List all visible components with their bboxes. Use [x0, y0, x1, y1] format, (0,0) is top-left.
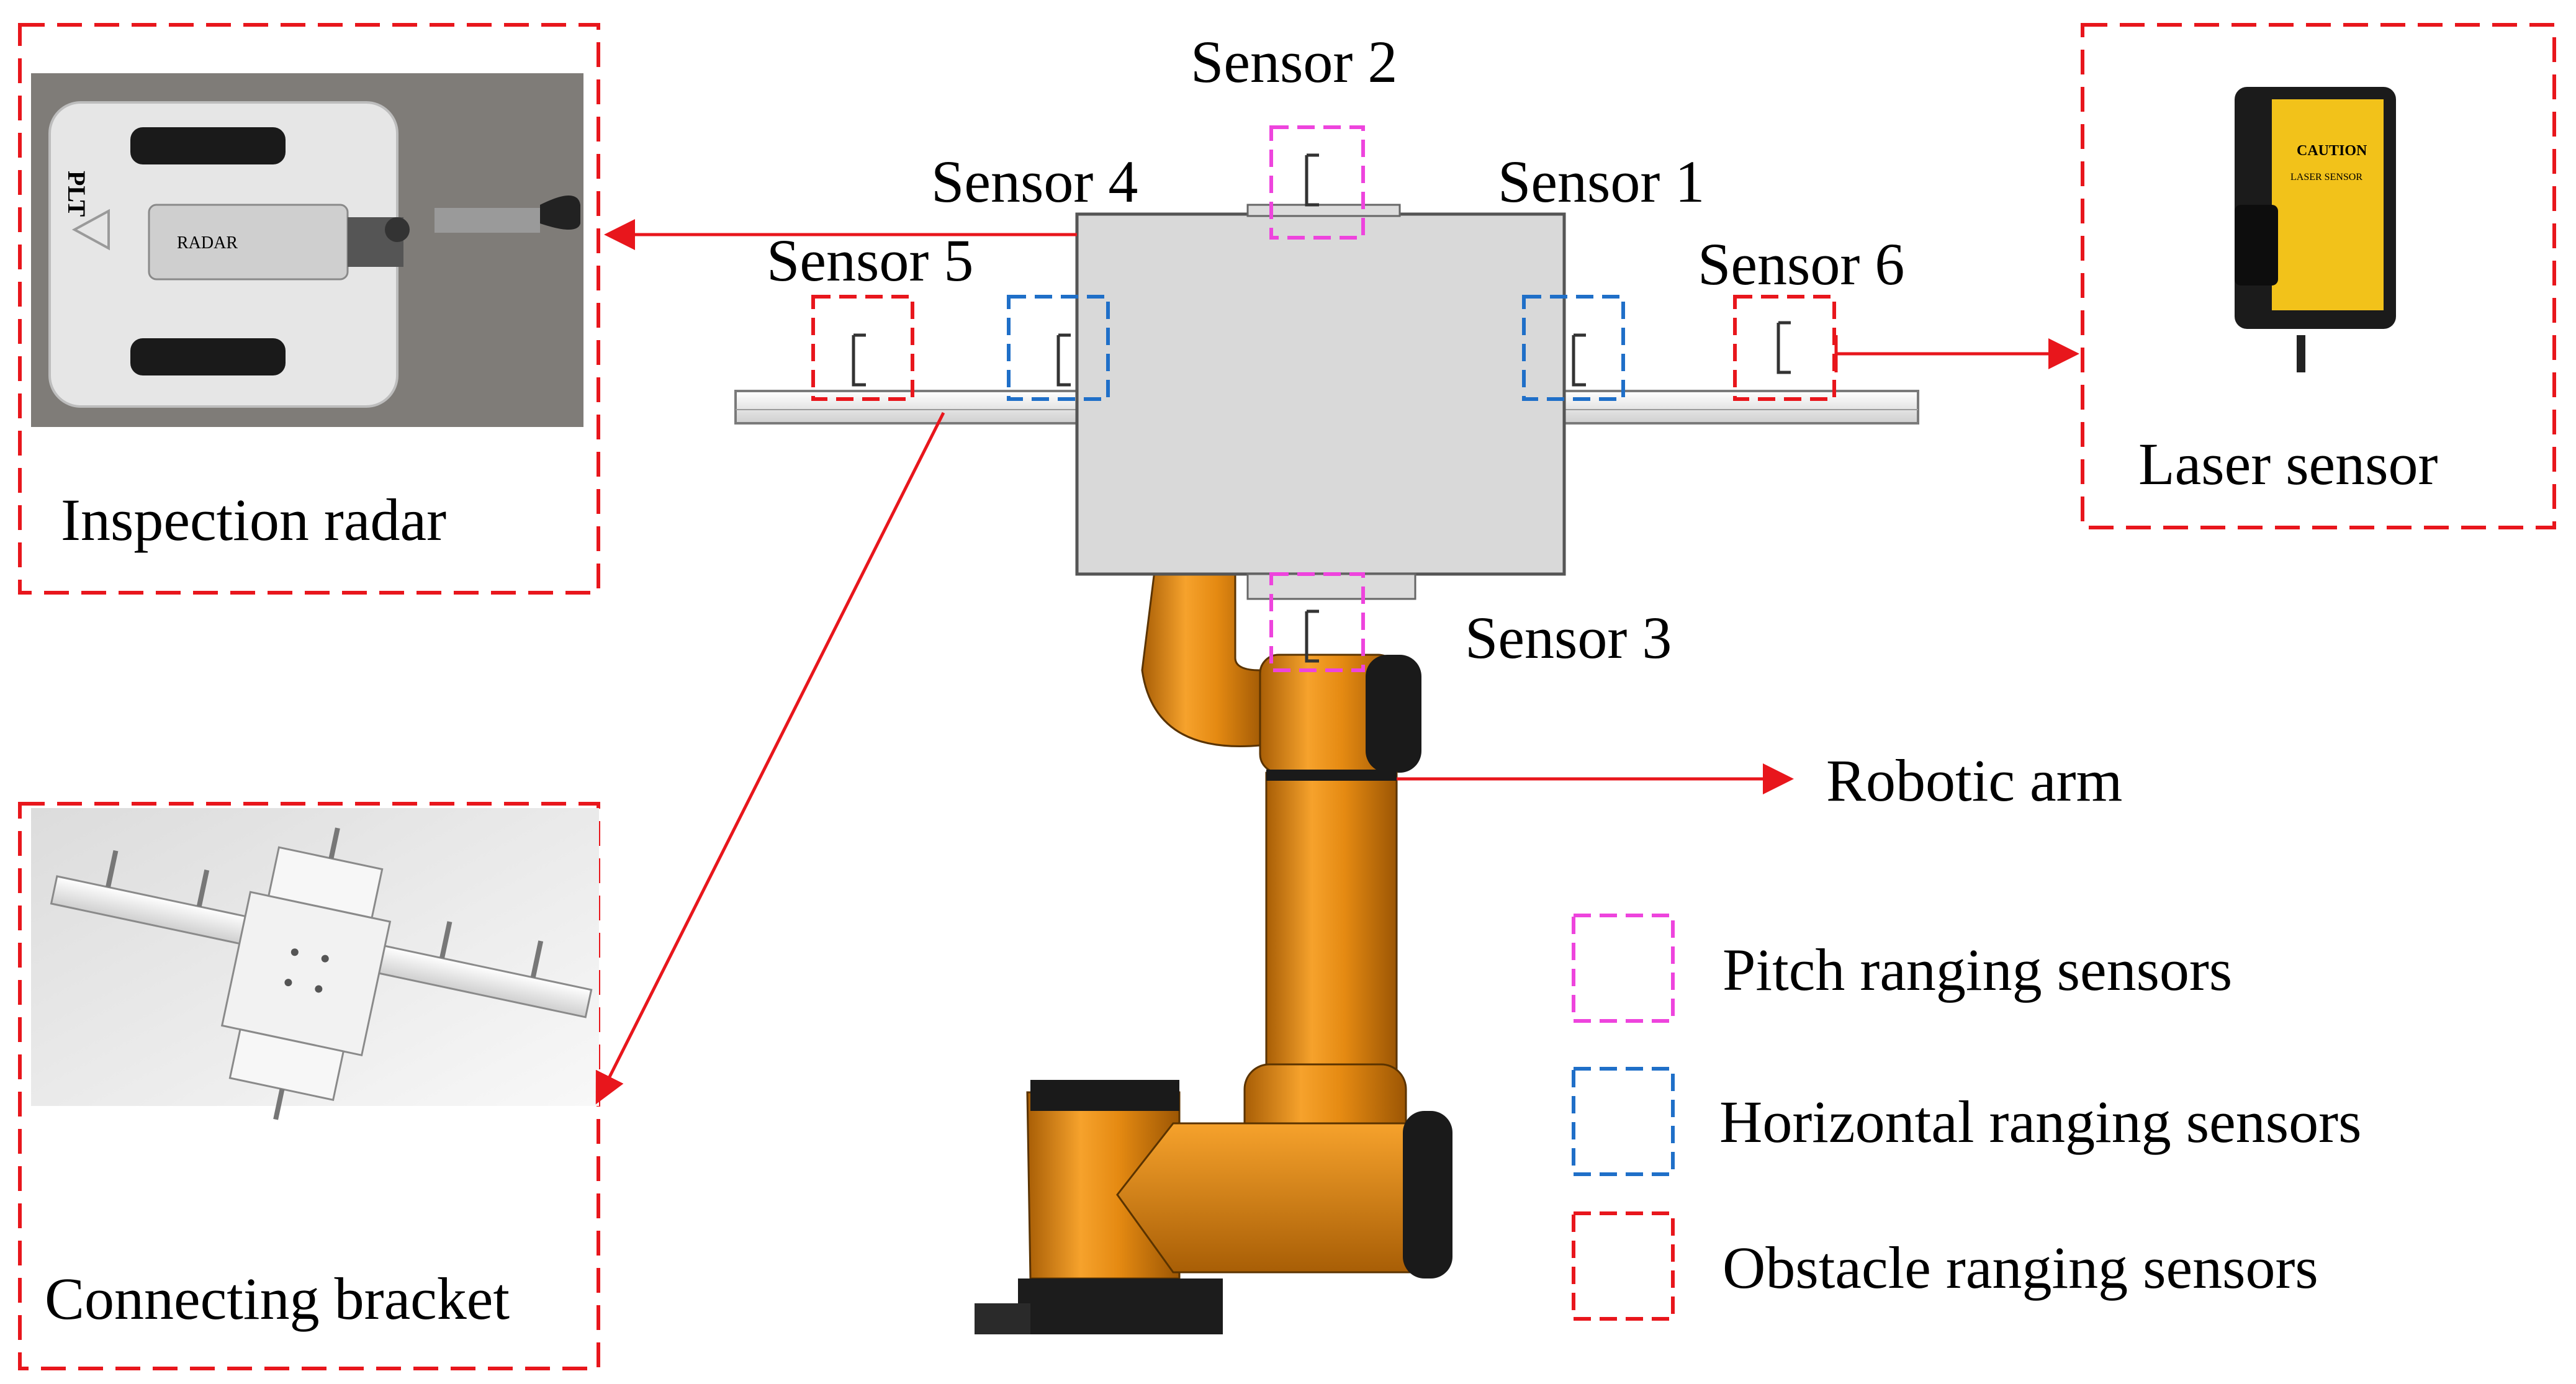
- sensor-5-frame: [811, 295, 914, 401]
- legend-horizontal-label: Horizontal ranging sensors: [1719, 1089, 2361, 1155]
- callout-arrows: [595, 219, 2079, 1105]
- radar-brand-text: PLT: [63, 171, 91, 217]
- sensor-1-label: Sensor 1: [1498, 148, 1705, 215]
- sensor-2-label: Sensor 2: [1191, 29, 1397, 95]
- robotic-arm-render: [975, 570, 1452, 1334]
- legend-pitch-swatch: [1572, 914, 1675, 1023]
- legend-pitch-label: Pitch ranging sensors: [1723, 937, 2232, 1003]
- inspection-radar-frame: [18, 23, 600, 595]
- sensor-2-glyph: [1305, 153, 1319, 207]
- sensor-6-frame: [1733, 295, 1836, 401]
- inspection-radar-label: Inspection radar: [61, 487, 446, 553]
- sensor-3-glyph: [1305, 609, 1319, 663]
- sensor-1-frame: [1522, 295, 1625, 401]
- sensor-4-frame: [1007, 295, 1110, 401]
- sensor-1-glyph: [1572, 333, 1586, 387]
- sensor-4-glyph: [1056, 333, 1071, 387]
- inspection-radar-photo: PLT RADAR: [31, 73, 583, 427]
- bracket-render: [31, 808, 599, 1120]
- radar-model-text: RADAR: [177, 233, 238, 253]
- legend-obstacle-label: Obstacle ranging sensors: [1723, 1234, 2318, 1301]
- legend: Pitch ranging sensors Horizontal ranging…: [1572, 914, 2361, 1321]
- sensor-3-frame: [1269, 572, 1365, 672]
- laser-type-text: LASER SENSOR: [2290, 172, 2362, 182]
- sensor-6-label: Sensor 6: [1698, 231, 1904, 297]
- sensor-glyphs: [852, 153, 1791, 663]
- legend-horizontal-swatch: [1572, 1067, 1675, 1176]
- laser-caution-text: CAUTION: [2297, 143, 2367, 159]
- laser-sensor-photo: CAUTION LASER SENSOR: [2235, 87, 2396, 372]
- arrow-to-bracket: [595, 411, 945, 1105]
- laser-sensor-frame: [2081, 23, 2556, 529]
- sensor-5-label: Sensor 5: [767, 227, 973, 294]
- sensor-2-frame: [1269, 125, 1365, 240]
- sensor-6-glyph: [1777, 321, 1791, 374]
- sensor-3-label: Sensor 3: [1465, 604, 1672, 671]
- sensor-4-label: Sensor 4: [931, 148, 1138, 215]
- connecting-bracket-label: Connecting bracket: [45, 1265, 510, 1332]
- laser-sensor-label: Laser sensor: [2138, 431, 2438, 497]
- sensor-5-glyph: [852, 333, 866, 387]
- robotic-arm-label: Robotic arm: [1826, 747, 2122, 814]
- main-mount-box: [1075, 212, 1566, 576]
- legend-obstacle-swatch: [1572, 1211, 1675, 1321]
